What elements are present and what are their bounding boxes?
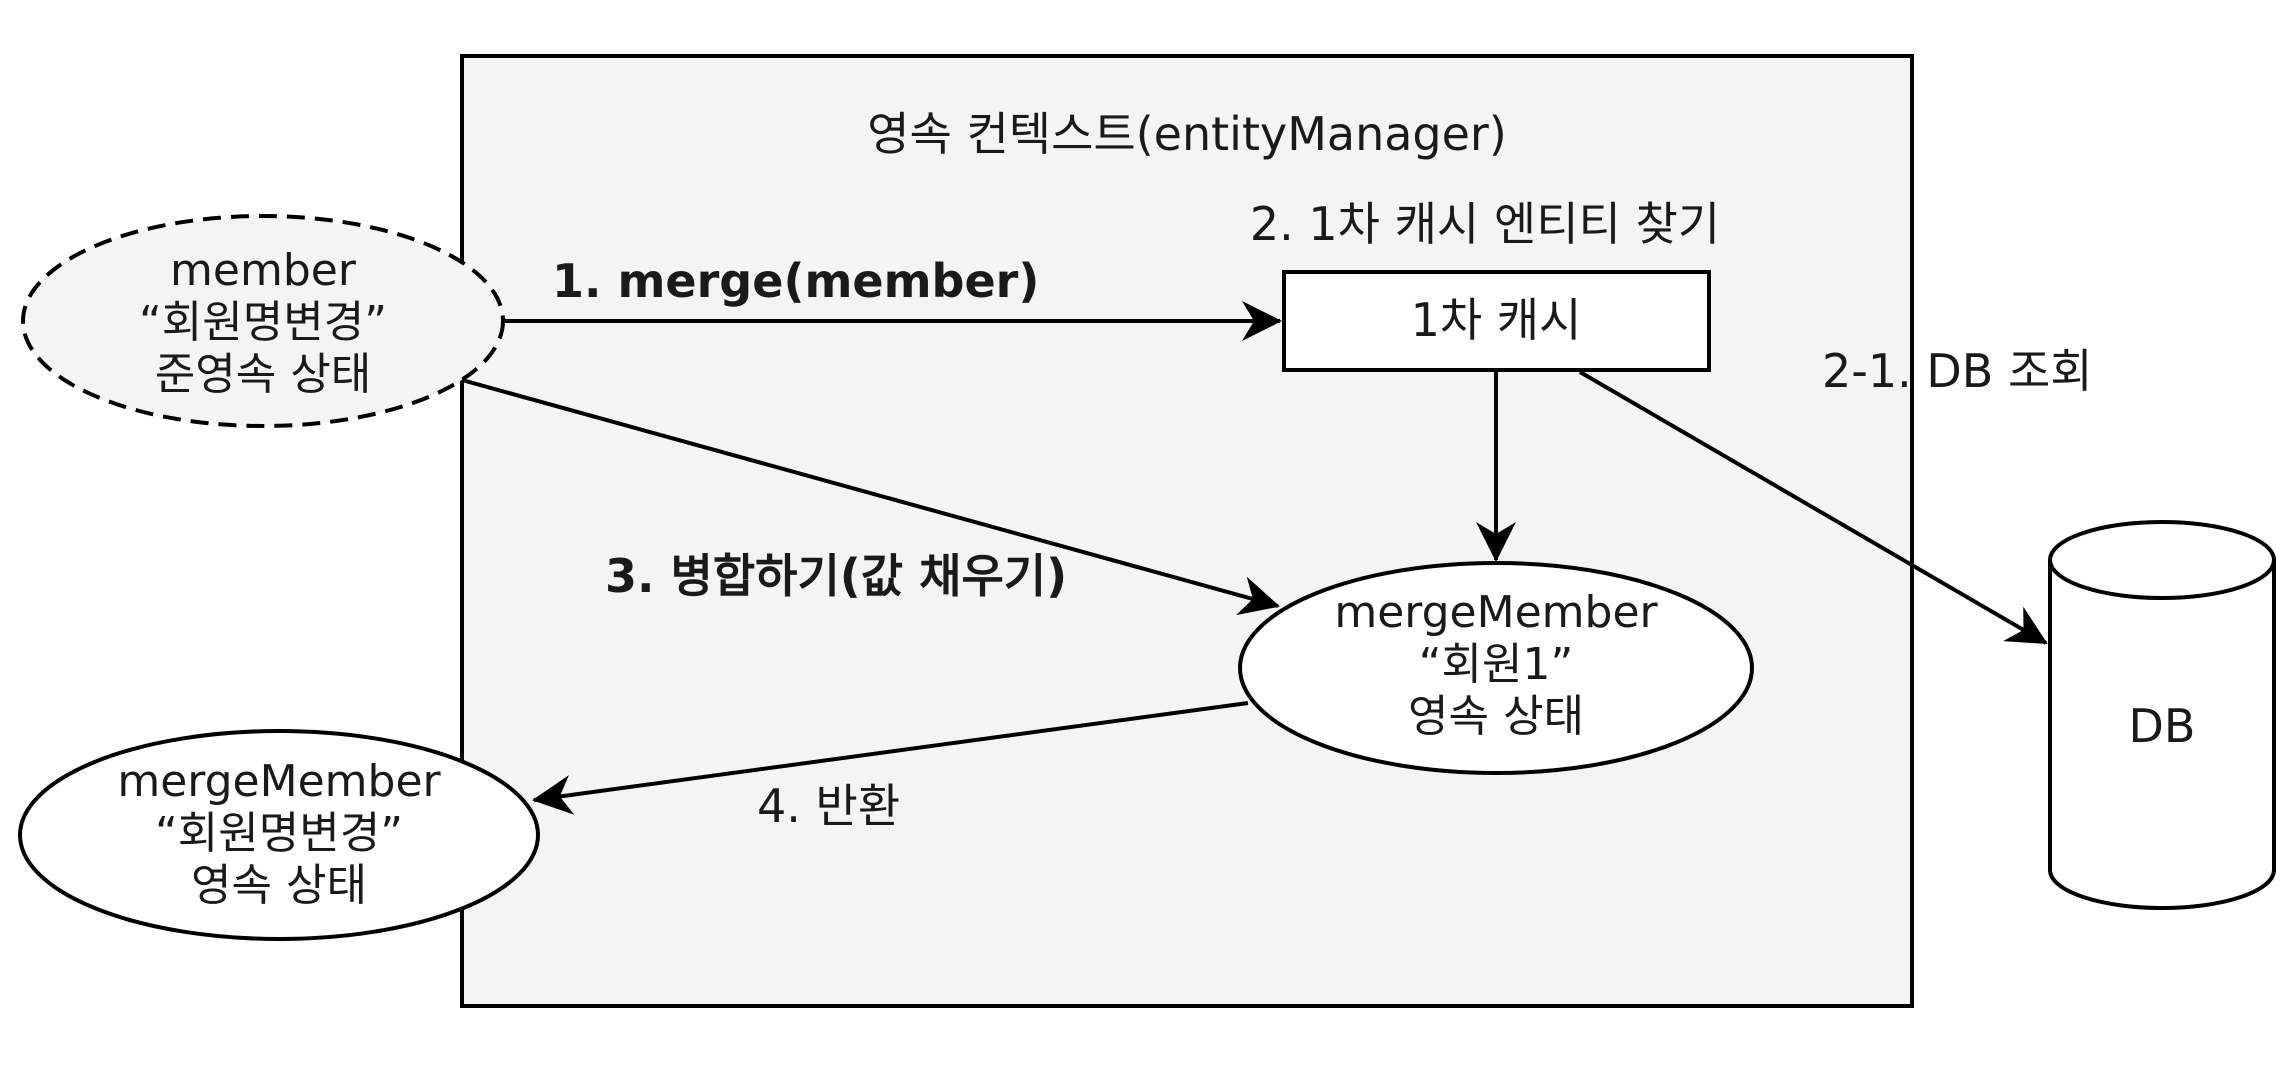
first-level-cache-box [1282,270,1711,372]
merge-values-arrow [461,378,1280,616]
managed-member-ellipse [1238,561,1754,775]
returned-member-name: mergeMember [117,756,441,807]
merge-values-arrow-label: 3. 병합하기(값 채우기) [605,549,1067,603]
merge-arrow-label: 1. merge(member) [552,254,1039,308]
managed-member-state: 영속 상태 [1408,691,1584,742]
database-label: DB [2129,699,2196,753]
step2-1-label: 2-1. DB 조회 [1822,344,2093,398]
return-arrow-label: 4. 반환 [757,779,900,833]
persistence-context-title: 영속 컨텍스트(entityManager) [867,107,1507,161]
detached-member-value: “회원명변경” [139,297,387,348]
returned-member-value: “회원명변경” [155,808,403,859]
detached-member-state: 준영속 상태 [155,349,371,400]
persistence-context-box [460,54,1914,1008]
return-arrow [532,701,1249,815]
first-level-cache-label: 1차 캐시 [1411,293,1582,347]
managed-member-value: “회원1” [1419,639,1574,690]
returned-member-ellipse [18,729,540,941]
detached-member-name: member [170,245,357,296]
database-cylinder [2048,520,2276,910]
db-lookup-arrow [1578,370,2048,645]
managed-member-name: mergeMember [1334,587,1658,638]
step2-label: 2. 1차 캐시 엔티티 찾기 [1250,197,1720,251]
returned-member-state: 영속 상태 [191,860,367,911]
